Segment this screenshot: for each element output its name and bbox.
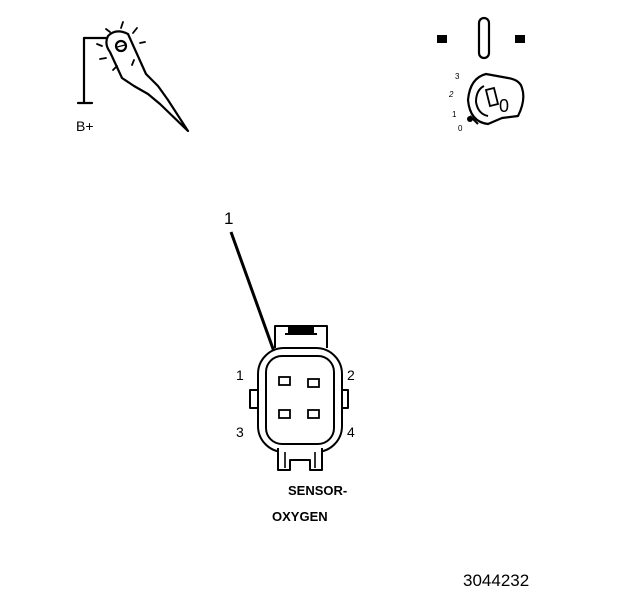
pin-label-2: 2 xyxy=(347,367,355,383)
pin-label-1: 1 xyxy=(236,367,244,383)
pin-cavity-1 xyxy=(278,376,291,386)
pin-label-4: 4 xyxy=(347,424,355,440)
switch-position-0: 0 xyxy=(458,124,463,133)
oxygen-sensor-connector xyxy=(249,325,349,471)
callout-number: 1 xyxy=(224,209,234,228)
figure-number: 3044232 xyxy=(463,571,530,590)
pin-label-3: 3 xyxy=(236,424,244,440)
b-plus-label: B+ xyxy=(76,118,94,134)
pin-cavity-3 xyxy=(278,409,291,419)
connector-name-line2: OXYGEN xyxy=(272,509,328,524)
key-label: 0 xyxy=(499,96,510,116)
switch-position-1: 1 xyxy=(452,110,457,119)
connector-name-line1: SENSOR- xyxy=(288,483,348,498)
pin-cavity-2 xyxy=(307,378,320,388)
pin-cavity-4 xyxy=(307,409,320,419)
switch-position-2: 2 xyxy=(449,90,454,99)
switch-position-3: 3 xyxy=(455,72,460,81)
test-lamp-icon xyxy=(76,21,190,133)
ignition-switch-icon xyxy=(437,16,525,126)
